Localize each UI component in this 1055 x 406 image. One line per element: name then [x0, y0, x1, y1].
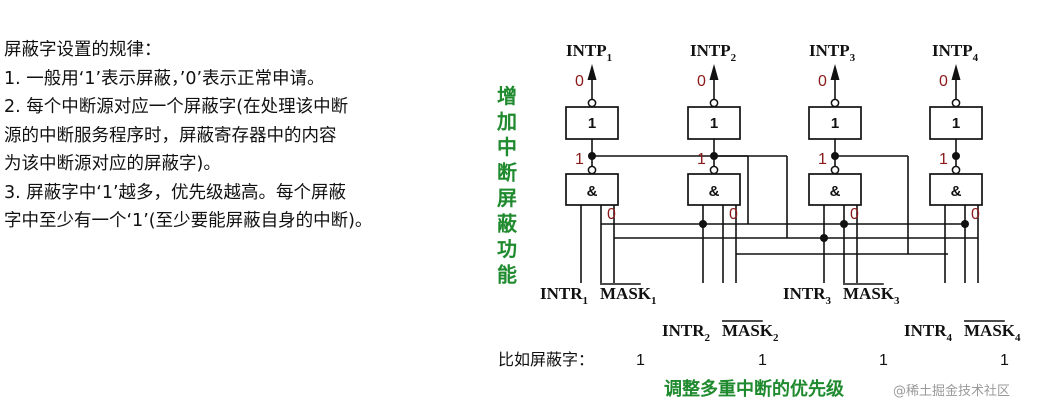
inverter-bubble — [709, 165, 719, 175]
and-output-value: 0 — [850, 206, 859, 223]
arrow-head — [951, 64, 961, 80]
and-gate — [808, 173, 862, 206]
intp-label: INTP4 — [932, 41, 979, 64]
intr-label: INTR4 — [904, 321, 953, 344]
and-output-value: 0 — [729, 206, 738, 223]
output-value: 0 — [818, 73, 827, 90]
junction-dot — [699, 220, 707, 228]
inverter-bubble — [830, 165, 840, 175]
rules-line: 2. 每个中断源对应一个屏蔽字(在处理该中断 — [4, 97, 349, 117]
or-gate — [929, 106, 983, 140]
mask-word-value: 1 — [1000, 352, 1009, 369]
junction-dot — [952, 152, 960, 160]
or-gate — [565, 106, 619, 140]
mid-value: 1 — [697, 151, 706, 168]
or-gate-label: 1 — [710, 115, 718, 132]
intr-label: INTR3 — [783, 284, 832, 307]
intp-label: INTP1 — [566, 41, 612, 64]
mid-value: 1 — [575, 151, 584, 168]
rules-line: 为该中断源对应的屏蔽字)。 — [4, 154, 221, 174]
mask-label: MASK2 — [722, 321, 779, 344]
rules-panel: 屏蔽字设置的规律： 1. 一般用‘1’表示屏蔽，’0’表示正常申请。 2. 每个… — [4, 36, 484, 236]
bottom-caption: 调整多重中断的优先级 — [664, 378, 845, 400]
intp-label: INTP3 — [809, 41, 856, 64]
mid-value: 1 — [939, 151, 948, 168]
mask-label: MASK1 — [600, 284, 657, 307]
rules-line: 字中至少有一个‘1’(至少要能屏蔽自身的中断)。 — [4, 211, 373, 231]
inverter-bubble — [587, 165, 597, 175]
and-output-value: 0 — [607, 206, 616, 223]
mask-word-value: 1 — [758, 352, 767, 369]
mid-value: 1 — [818, 151, 827, 168]
rules-line: 1. 一般用‘1’表示屏蔽，’0’表示正常申请。 — [4, 68, 325, 89]
and-gate-label: & — [709, 183, 720, 200]
or-gate-label: 1 — [831, 115, 839, 132]
or-gate — [687, 106, 741, 140]
mask-word-label: 比如屏蔽字： — [498, 350, 594, 369]
and-output-value: 0 — [971, 206, 980, 223]
and-gate — [687, 173, 741, 206]
inverter-bubble — [951, 98, 961, 108]
or-gate-label: 1 — [952, 115, 960, 132]
or-gate-label: 1 — [588, 115, 596, 132]
mask-label: MASK3 — [843, 284, 900, 307]
and-gate — [929, 173, 983, 206]
output-value: 0 — [575, 73, 584, 90]
arrow-head — [830, 64, 840, 80]
and-gate-label: & — [951, 183, 962, 200]
intp-label: INTP2 — [690, 41, 737, 64]
output-value: 0 — [697, 73, 706, 90]
mask-word-value: 1 — [879, 352, 888, 369]
junction-dot — [588, 152, 596, 160]
mask-word-value: 1 — [636, 352, 645, 369]
rules-title: 屏蔽字设置的规律： — [4, 40, 162, 60]
inverter-bubble — [951, 165, 961, 175]
and-gate-label: & — [587, 183, 598, 200]
wires — [580, 80, 979, 283]
or-gate — [808, 106, 862, 140]
rules-line: 源的中断服务程序时，屏蔽寄存器中的内容 — [4, 125, 337, 146]
side-caption: 增加中断屏蔽功能 — [496, 84, 518, 287]
intr-label: INTR1 — [540, 284, 588, 307]
rules-line: 3. 屏蔽字中‘1’越多，优先级越高。每个屏蔽 — [4, 182, 347, 203]
gates — [565, 64, 983, 242]
watermark: @稀土掘金技术社区 — [893, 383, 1010, 399]
arrow-head — [709, 64, 719, 80]
junction-dot — [710, 152, 718, 160]
junction-dot — [840, 220, 848, 228]
and-gate — [565, 173, 619, 206]
inverter-bubble — [830, 98, 840, 108]
inverter-bubble — [587, 98, 597, 108]
inverter-bubble — [709, 98, 719, 108]
intr-label: INTR2 — [662, 321, 711, 344]
and-gate-label: & — [830, 183, 841, 200]
junction-dot — [820, 234, 828, 242]
arrow-head — [587, 64, 597, 80]
output-value: 0 — [939, 73, 948, 90]
junction-dot — [831, 152, 839, 160]
junction-dot — [961, 220, 969, 228]
mask-label: MASK4 — [964, 321, 1021, 344]
